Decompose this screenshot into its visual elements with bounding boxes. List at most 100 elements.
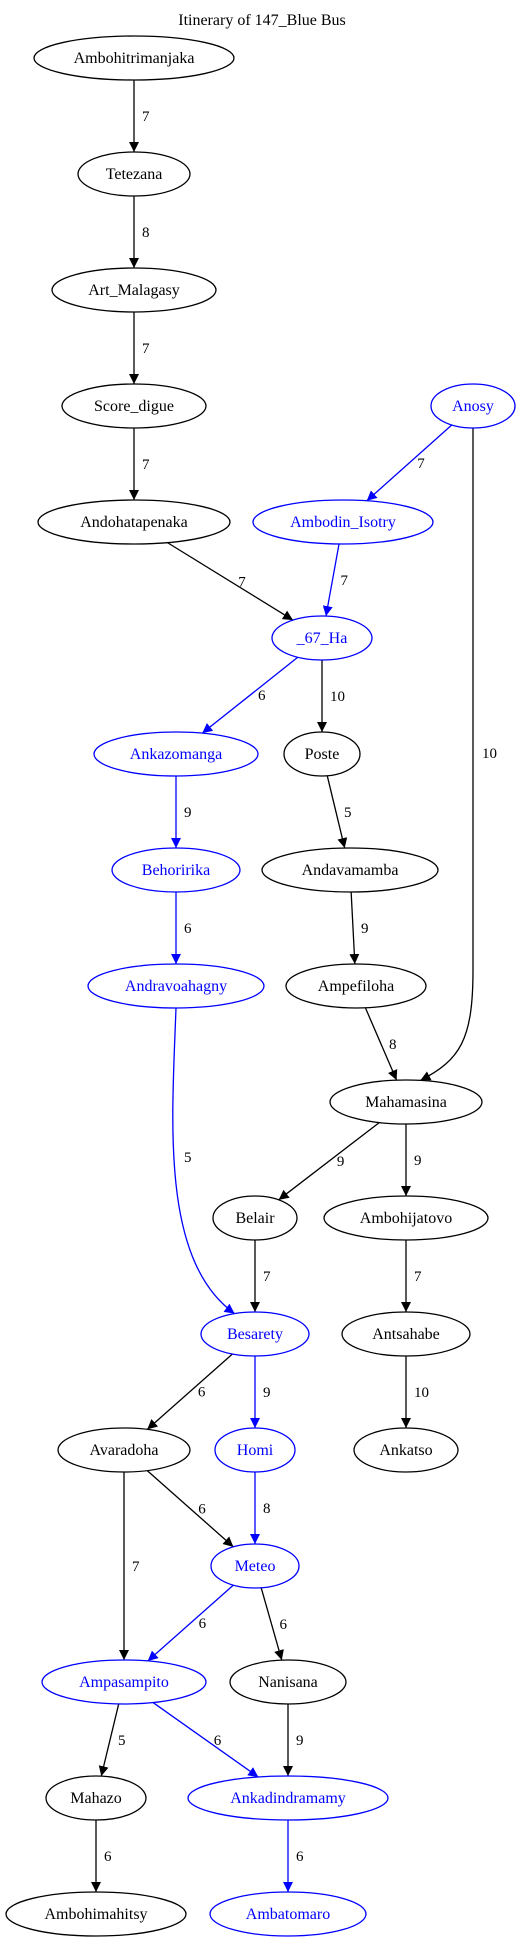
node-ellipse bbox=[329, 1079, 483, 1125]
edge-weight-label: 6 bbox=[198, 1385, 206, 1401]
edge-belair-to-besarety: 7 bbox=[250, 1240, 271, 1312]
node-label: Art_Malagasy bbox=[88, 282, 180, 299]
node-ambohimahitsy: Ambohimahitsy bbox=[5, 1891, 187, 1937]
edge-line bbox=[366, 424, 453, 502]
node-label: Ankazomanga bbox=[130, 746, 222, 763]
edge-line bbox=[152, 1702, 259, 1778]
edge-line bbox=[146, 1470, 234, 1548]
edge-ambohijatovo-to-antsahabe: 7 bbox=[401, 1240, 422, 1312]
node-ellipse bbox=[353, 1427, 459, 1473]
node-andavamamba: Andavamamba bbox=[261, 847, 439, 893]
node-label: Andavamamba bbox=[302, 862, 399, 879]
node-tetezana: Tetezana bbox=[77, 151, 191, 197]
node-antsahabe: Antsahabe bbox=[341, 1311, 471, 1357]
edge-weight-label: 9 bbox=[361, 921, 369, 937]
node-label: Ambohitrimanjaka bbox=[74, 50, 195, 67]
node-label: Andravoahagny bbox=[125, 978, 227, 995]
node-ambohitrimanjaka: Ambohitrimanjaka bbox=[33, 35, 235, 81]
edge-weight-label: 6 bbox=[296, 1849, 304, 1865]
edge-besarety-to-avaradoha: 6 bbox=[146, 1353, 233, 1430]
edge-67-ha-to-poste: 10 bbox=[317, 660, 345, 732]
node-ankazomanga: Ankazomanga bbox=[93, 731, 259, 777]
node-nanisana: Nanisana bbox=[229, 1659, 347, 1705]
edge-line bbox=[201, 656, 299, 734]
edge-ambodin-isotry-to-67-ha: 7 bbox=[322, 543, 348, 617]
edge-weight-label: 9 bbox=[337, 1154, 345, 1170]
edge-line bbox=[278, 1122, 380, 1201]
edge-weight-label: 6 bbox=[214, 1733, 222, 1749]
node-ellipse bbox=[45, 1775, 147, 1821]
edge-mahamasina-to-ambohijatovo: 9 bbox=[401, 1124, 422, 1196]
node-label: Behoririka bbox=[142, 862, 210, 879]
edge-ankazomanga-to-behoririka: 9 bbox=[171, 776, 192, 848]
edge-avaradoha-to-ampasampito: 7 bbox=[119, 1472, 140, 1660]
node-meteo: Meteo bbox=[210, 1543, 300, 1589]
node-label: Ankadindramamy bbox=[230, 1790, 346, 1807]
node-ellipse bbox=[283, 731, 361, 777]
edge-line bbox=[167, 542, 294, 621]
edge-weight-label: 7 bbox=[417, 456, 425, 472]
node-mahazo: Mahazo bbox=[45, 1775, 147, 1821]
edge-weight-label: 7 bbox=[263, 1269, 271, 1285]
node-ellipse bbox=[285, 963, 427, 1009]
edge-ampasampito-to-mahazo: 5 bbox=[98, 1703, 125, 1777]
edge-line bbox=[349, 891, 360, 965]
node-avaradoha: Avaradoha bbox=[57, 1427, 191, 1473]
node-ellipse bbox=[252, 499, 434, 545]
node-label: Besarety bbox=[227, 1326, 283, 1343]
node-label: Andohatapenaka bbox=[80, 514, 188, 531]
node-ellipse bbox=[341, 1311, 471, 1357]
edge-67-ha-to-ankazomanga: 6 bbox=[201, 656, 299, 734]
edge-mahamasina-to-belair: 9 bbox=[278, 1122, 380, 1201]
node-label: Meteo bbox=[235, 1558, 276, 1575]
node-label: Antsahabe bbox=[372, 1326, 440, 1343]
edge-line bbox=[147, 1584, 234, 1662]
node-label: Belair bbox=[235, 1210, 275, 1227]
node-homi: Homi bbox=[214, 1427, 296, 1473]
node-ellipse bbox=[212, 1195, 298, 1241]
node-ampasampito: Ampasampito bbox=[41, 1659, 207, 1705]
node-label: Ambatomaro bbox=[246, 1906, 330, 1923]
graph-title: Itinerary of 147_Blue Bus bbox=[178, 12, 346, 29]
node-art-malagasy: Art_Malagasy bbox=[51, 267, 217, 313]
node-ellipse bbox=[77, 151, 191, 197]
node-ellipse bbox=[271, 615, 373, 661]
node-label: Ampefiloha bbox=[318, 978, 394, 995]
edge-weight-label: 5 bbox=[184, 1150, 192, 1166]
node-ankatso: Ankatso bbox=[353, 1427, 459, 1473]
node-ellipse bbox=[61, 383, 207, 429]
edge-art-malagasy-to-score-digue: 7 bbox=[129, 312, 150, 384]
edge-weight-label: 7 bbox=[414, 1269, 422, 1285]
edge-weight-label: 6 bbox=[258, 688, 266, 704]
node-label: Anosy bbox=[452, 398, 494, 415]
edge-line bbox=[420, 428, 474, 1081]
edge-weight-label: 7 bbox=[142, 457, 150, 473]
node-ellipse bbox=[261, 847, 439, 893]
edge-andavamamba-to-ampefiloha: 9 bbox=[349, 891, 369, 965]
node-ellipse bbox=[41, 1659, 207, 1705]
node-label: Mahazo bbox=[70, 1790, 122, 1807]
edge-weight-label: 10 bbox=[414, 1385, 429, 1401]
edge-weight-label: 7 bbox=[340, 573, 348, 589]
node-ambatomaro: Ambatomaro bbox=[209, 1891, 367, 1937]
node-ellipse bbox=[209, 1891, 367, 1937]
edge-score-digue-to-andohatapenaka: 7 bbox=[129, 428, 150, 500]
node-ellipse bbox=[430, 383, 516, 429]
node-label: Ambohimahitsy bbox=[44, 1906, 147, 1923]
node-ellipse bbox=[323, 1195, 489, 1241]
edge-line bbox=[322, 543, 340, 617]
edge-weight-label: 6 bbox=[104, 1849, 112, 1865]
node-belair: Belair bbox=[212, 1195, 298, 1241]
edge-weight-label: 6 bbox=[184, 921, 192, 937]
edge-poste-to-andavamamba: 5 bbox=[326, 775, 351, 849]
edge-weight-label: 10 bbox=[482, 746, 497, 762]
nodes-layer: AmbohitrimanjakaTetezanaArt_MalagasyScor… bbox=[5, 35, 516, 1937]
node-ellipse bbox=[51, 267, 217, 313]
edge-weight-label: 8 bbox=[142, 225, 150, 241]
edge-weight-label: 7 bbox=[132, 1559, 140, 1575]
edge-line bbox=[364, 1007, 398, 1081]
node-mahamasina: Mahamasina bbox=[329, 1079, 483, 1125]
edge-line bbox=[146, 1353, 233, 1430]
edge-line bbox=[98, 1703, 120, 1777]
edge-weight-label: 10 bbox=[330, 689, 345, 705]
